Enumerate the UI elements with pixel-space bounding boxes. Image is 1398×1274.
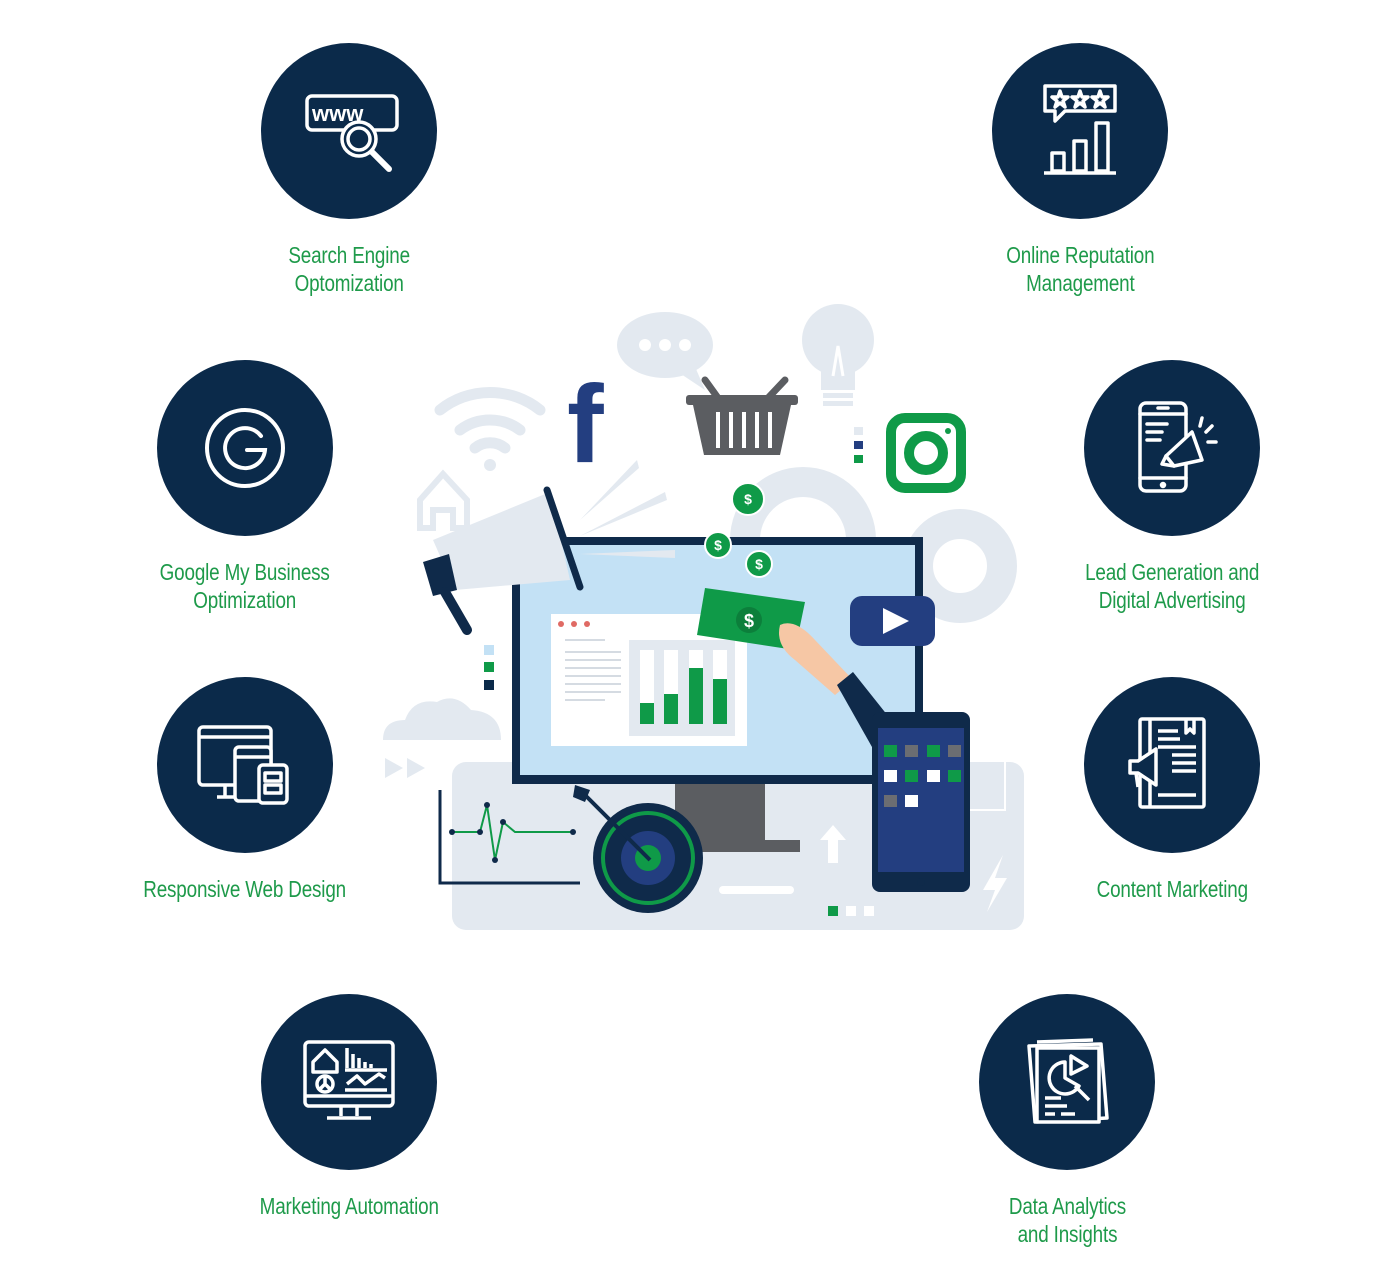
chat-bubble-icon	[617, 312, 713, 390]
service-circle	[1084, 677, 1260, 853]
service-data-analytics: Data Analytics and Insights	[979, 994, 1155, 1248]
service-label: Lead Generation and Digital Advertising	[1084, 559, 1260, 613]
service-label: Data Analytics and Insights	[1008, 1193, 1126, 1247]
service-label: Online Reputation Management	[1005, 242, 1155, 296]
service-circle	[992, 43, 1168, 219]
service-label: Responsive Web Design	[143, 876, 347, 902]
instagram-logo	[886, 413, 966, 493]
svg-text:$: $	[744, 491, 752, 507]
digital-marketing-illustration: f	[375, 300, 1035, 940]
service-circle	[1084, 360, 1260, 536]
service-content-marketing: Content Marketing	[1084, 677, 1260, 903]
service-seo: www Search Engine Optomization	[261, 43, 437, 297]
facebook-logo: f	[567, 363, 604, 486]
arrow-up-icon	[820, 825, 846, 863]
www-search-icon: www	[305, 94, 399, 172]
lightbulb-icon	[802, 304, 874, 406]
cloud-icon	[383, 698, 501, 740]
youtube-play-icon	[850, 596, 935, 646]
svg-text:$: $	[744, 611, 754, 631]
fast-forward-icon	[385, 758, 403, 778]
line-graph-icon	[438, 790, 580, 885]
report-pie-chart-icon	[1027, 1038, 1109, 1124]
service-label: Marketing Automation	[259, 1193, 439, 1219]
dashboard-monitor-icon	[303, 1040, 395, 1120]
megaphone-icon	[423, 460, 675, 635]
svg-text:$: $	[755, 556, 763, 572]
service-marketing-automation: Marketing Automation	[259, 994, 439, 1220]
google-g-icon	[205, 408, 285, 488]
responsive-devices-icon	[197, 725, 289, 805]
svg-text:$: $	[714, 537, 722, 553]
lightning-icon	[983, 855, 1007, 912]
phone-megaphone-icon	[1138, 401, 1218, 493]
service-circle: www	[261, 43, 437, 219]
service-circle	[157, 677, 333, 853]
service-responsive-web-design: Responsive Web Design	[144, 677, 347, 903]
wifi-icon	[434, 387, 546, 471]
service-google-my-business: Google My Business Optimization	[157, 360, 333, 614]
service-label: Search Engine Optomization	[288, 242, 410, 296]
smartphone-icon	[872, 712, 970, 892]
service-circle	[979, 994, 1155, 1170]
shopping-basket-icon	[686, 376, 798, 455]
service-label: Google My Business Optimization	[159, 559, 331, 613]
document-megaphone-icon	[1128, 717, 1206, 809]
dollar-coins-icon: $ $ $	[704, 482, 773, 578]
target-arrow-icon	[573, 785, 703, 913]
service-circle	[261, 994, 437, 1170]
service-label: Content Marketing	[1096, 876, 1248, 902]
star-rating-bar-chart-icon	[1043, 84, 1117, 175]
service-online-reputation: Online Reputation Management	[992, 43, 1168, 297]
service-lead-generation: Lead Generation and Digital Advertising	[1084, 360, 1260, 614]
house-icon	[417, 469, 470, 531]
service-circle	[157, 360, 333, 536]
